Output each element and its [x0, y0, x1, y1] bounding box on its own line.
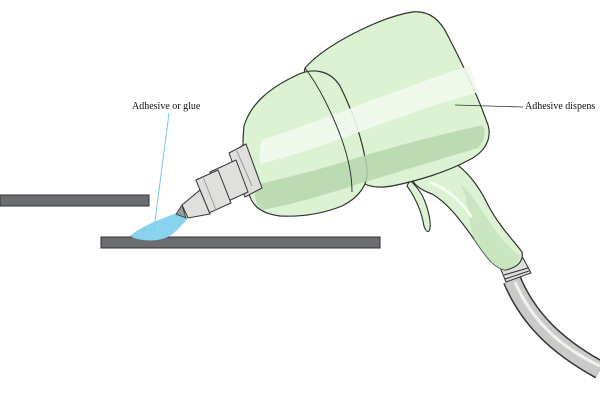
handle-shadow	[460, 183, 520, 270]
dispenser-label: Adhesive dispens	[525, 101, 596, 112]
handle-highlight	[429, 181, 473, 218]
dispenser-leader-line	[454, 104, 524, 108]
upper-plate	[0, 194, 150, 207]
body-shadow-band	[254, 125, 485, 210]
adhesive-label: Adhesive or glue	[132, 101, 201, 112]
body-seam	[304, 67, 353, 193]
dispenser-trigger	[406, 179, 431, 233]
body-highlight	[259, 66, 479, 164]
lower-plate	[100, 236, 381, 249]
nozzle-assembly	[175, 143, 263, 219]
adhesive-leader-line	[153, 112, 170, 230]
glue-bead	[130, 213, 187, 241]
hose-inner	[504, 276, 600, 378]
hose-highlight	[513, 281, 600, 368]
